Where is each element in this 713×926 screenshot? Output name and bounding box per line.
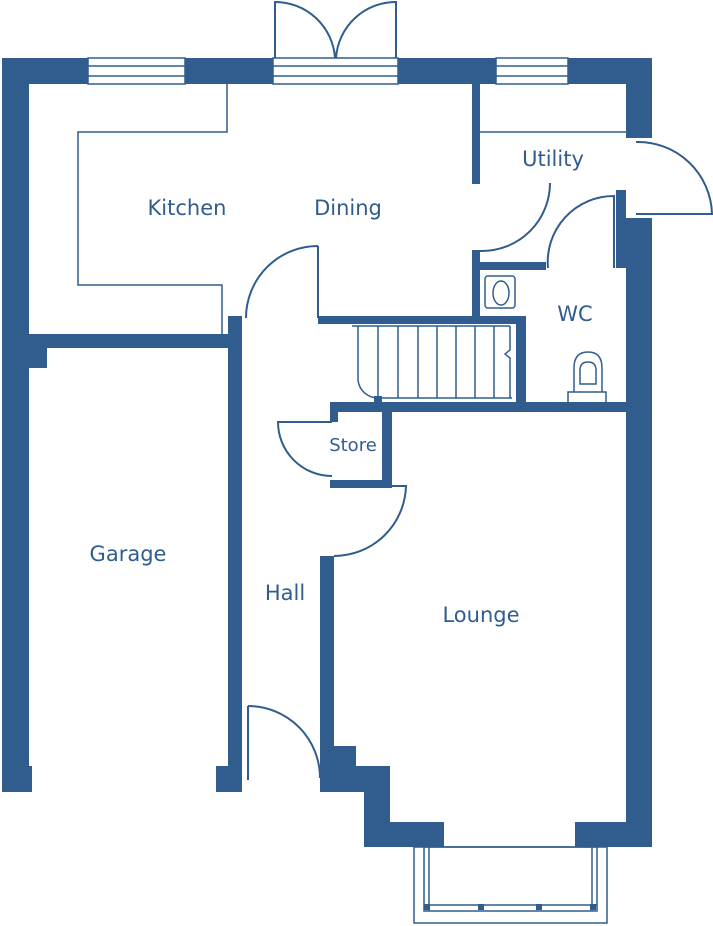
wall-right-lower [626,218,652,847]
interior-walls [29,84,626,792]
window-bay [413,846,608,924]
wall-top-mid [185,58,273,84]
wall-utility-left [472,84,480,184]
door-utility-external [635,140,713,215]
wall-stairs-right [516,316,526,410]
wall-right-upper [626,58,652,138]
wall-lounge-left [320,556,334,792]
wall-hall-left [228,316,242,792]
wall-wc-right [616,190,626,268]
room-label-kitchen: Kitchen [148,196,227,220]
wall-wc-left [472,250,480,320]
kitchen-counter [77,84,228,334]
wall-store-top-stub [330,402,338,422]
wall-garage-bottom-left [2,766,32,792]
window-utility [495,57,569,85]
room-label-garage: Garage [90,542,167,566]
room-label-utility: Utility [522,147,584,171]
wall-bay-left-bottom [364,822,444,847]
room-label-wc: WC [557,302,592,326]
windows [87,57,608,924]
door-hall-dining [245,245,319,319]
wall-top-right [398,58,496,84]
wall-wc-top [480,262,546,270]
wc-toilet [567,351,607,405]
door-utility-dining [480,182,551,252]
door-lounge [333,485,408,557]
wall-store-bottom [330,480,392,488]
wall-left [2,58,29,792]
wall-lounge-top [332,402,626,412]
door-wc [546,194,615,269]
wall-stairs-top [318,316,526,324]
wall-garage-top [29,334,242,348]
room-label-dining: Dining [314,196,382,220]
room-label-store: Store [329,435,377,456]
room-label-lounge: Lounge [442,603,519,627]
exterior-walls [2,58,652,847]
wall-bay-right-bottom [575,822,652,847]
door-store [276,421,333,477]
wc-basin [484,275,516,309]
wall-lounge-corner [332,746,356,772]
stairs [352,325,512,404]
door-front [247,705,321,780]
doors [245,0,713,780]
room-label-hall: Hall [265,581,305,605]
door-french [272,0,399,85]
window-kitchen [87,57,186,85]
wall-store-right [382,402,392,488]
wall-left-stub [29,348,47,368]
